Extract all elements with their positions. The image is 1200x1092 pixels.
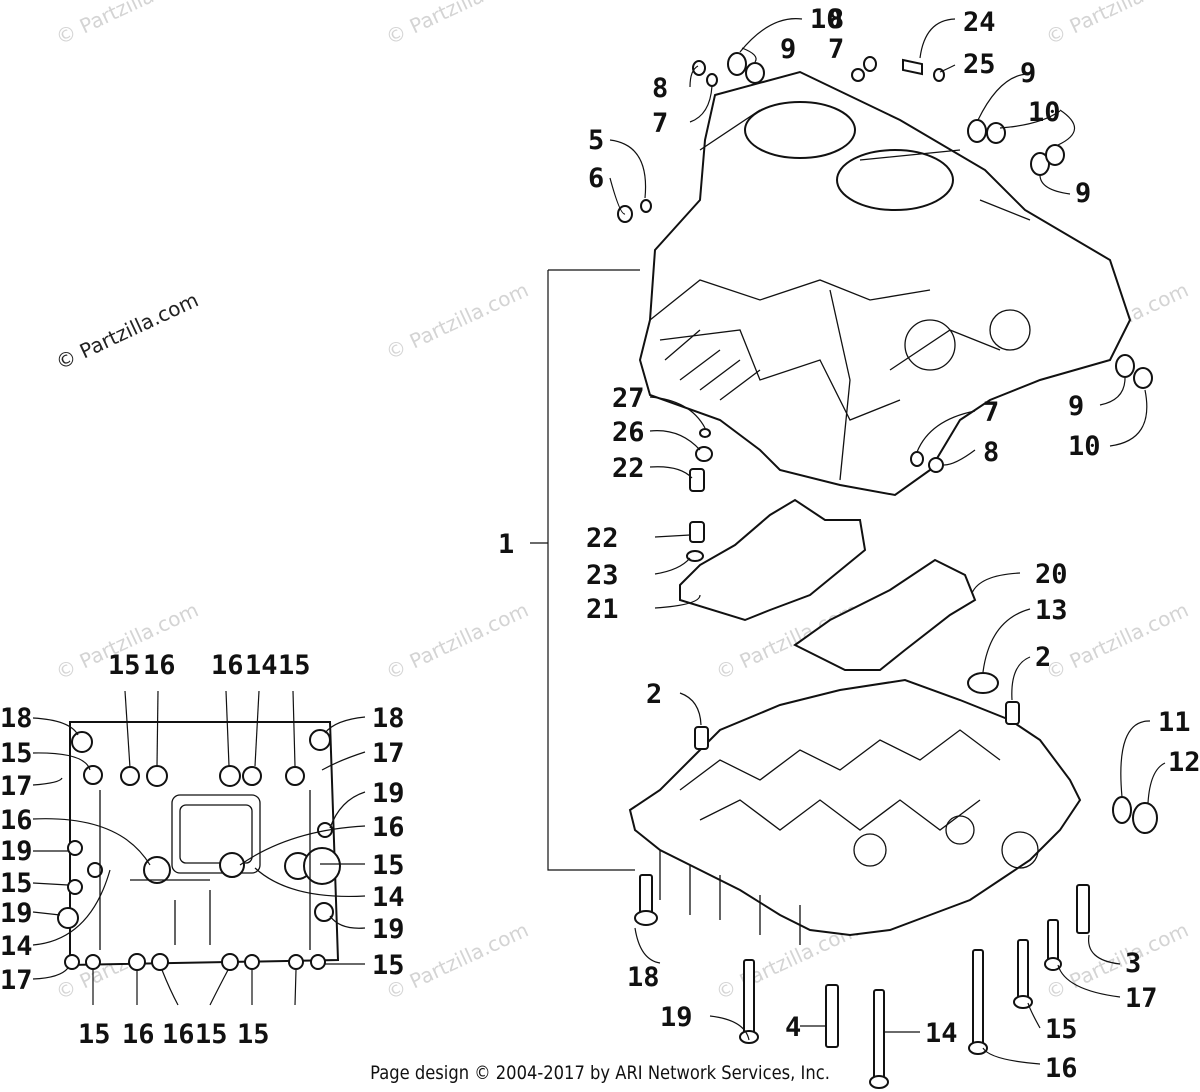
- watermark: © Partzilla.com: [382, 278, 532, 365]
- callout-label: 10: [810, 4, 843, 35]
- callout-label: 24: [963, 7, 996, 38]
- callout-label: 15: [237, 1019, 270, 1050]
- callout-label: 25: [963, 49, 996, 80]
- callout-label: 14: [925, 1018, 958, 1049]
- watermark: © Partzilla.com: [1042, 0, 1192, 50]
- callout-label: 26: [612, 417, 645, 448]
- bottom-view-crankcase: [57, 721, 341, 971]
- watermark: © Partzilla.com: [52, 0, 202, 50]
- callout-label: 9: [1020, 58, 1036, 89]
- callout-label: 10: [1028, 97, 1061, 128]
- callout-label: 19: [0, 898, 33, 929]
- callout-label: 19: [660, 1002, 693, 1033]
- leader-lines: [32, 18, 1166, 1065]
- watermark: © Partzilla.com: [382, 598, 532, 685]
- callout-label: 5: [588, 125, 604, 156]
- callout-label: 15: [372, 850, 405, 881]
- callout-label: 9: [1075, 178, 1091, 209]
- callout-label: 23: [586, 560, 619, 591]
- callout-label: 1: [498, 529, 514, 560]
- callout-label: 2: [646, 679, 662, 710]
- callout-label: 15: [278, 650, 311, 681]
- callout-label: 16: [372, 812, 405, 843]
- callout-label: 8: [652, 73, 668, 104]
- callout-label: 15: [78, 1019, 111, 1050]
- callout-label: 21: [586, 594, 619, 625]
- callout-label: 16: [143, 650, 176, 681]
- callout-label: 22: [586, 523, 619, 554]
- callout-label: 16: [162, 1019, 195, 1050]
- callout-label: 27: [612, 383, 645, 414]
- callout-label: 16: [122, 1019, 155, 1050]
- callout-label: 4: [785, 1012, 801, 1043]
- callout-label: 12: [1168, 747, 1200, 778]
- callout-label: 22: [612, 453, 645, 484]
- callout-label: 20: [1035, 559, 1068, 590]
- callout-label: 16: [1045, 1053, 1078, 1084]
- callout-label: 9: [1068, 391, 1084, 422]
- callout-label: 15: [108, 650, 141, 681]
- callout-label: 15: [0, 868, 33, 899]
- small-parts: [617, 52, 1158, 1089]
- callout-label: 14: [0, 931, 33, 962]
- callout-label: 2: [1035, 642, 1051, 673]
- callout-label: 17: [1125, 983, 1158, 1014]
- callout-label: 8: [828, 4, 844, 35]
- callout-label: 17: [372, 738, 405, 769]
- page-footer: Page design © 2004-2017 by ARI Network S…: [370, 1062, 830, 1084]
- callout-label: 9: [780, 34, 796, 65]
- callout-label: 15: [372, 950, 405, 981]
- callout-label: 19: [0, 836, 33, 867]
- callout-label: 6: [588, 163, 604, 194]
- callout-label: 19: [372, 778, 405, 809]
- callout-label: 14: [372, 882, 405, 913]
- callout-label: 7: [652, 108, 668, 139]
- callout-label: 14: [245, 650, 278, 681]
- callout-label: 16: [211, 650, 244, 681]
- lower-crankcase: [628, 678, 1082, 945]
- callout-label: 13: [1035, 595, 1068, 626]
- callout-label: 3: [1125, 948, 1141, 979]
- callouts: 10 9 8 7 24 25 8 7 9 10 5 6 10 9 9 27 26…: [0, 4, 1200, 1084]
- callout-label: 18: [0, 703, 33, 734]
- watermark: © Partzilla.com: [1042, 918, 1192, 1005]
- upper-crankcase: [638, 70, 1132, 497]
- callout-label: 18: [627, 962, 660, 993]
- callout-label: 7: [828, 34, 844, 65]
- gaskets: [679, 498, 977, 671]
- callout-label: 10: [1068, 431, 1101, 462]
- callout-label: 7: [983, 397, 999, 428]
- callout-label: 15: [1045, 1014, 1078, 1045]
- callout-label: 11: [1158, 707, 1191, 738]
- callout-label: 17: [0, 965, 33, 996]
- callout-label: 15: [0, 738, 33, 769]
- callout-label: 19: [372, 914, 405, 945]
- callout-label: 15: [195, 1019, 228, 1050]
- watermark-main: © Partzilla.com: [52, 288, 202, 375]
- watermark: © Partzilla.com: [382, 0, 532, 50]
- callout-label: 18: [372, 703, 405, 734]
- callout-label: 17: [0, 771, 33, 802]
- callout-label: 8: [983, 437, 999, 468]
- callout-label: 16: [0, 805, 33, 836]
